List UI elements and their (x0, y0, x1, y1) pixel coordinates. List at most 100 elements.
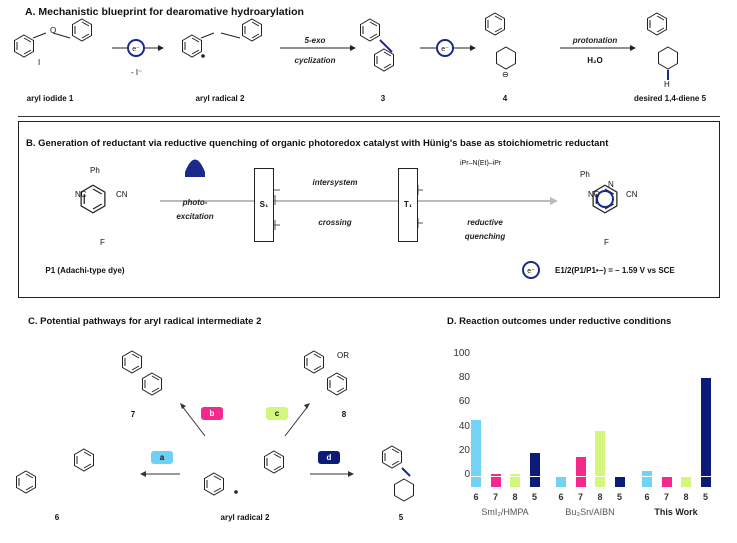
section-c-title: C. Potential pathways for aryl radical i… (28, 316, 262, 327)
path-c-badge[interactable]: c (266, 407, 288, 420)
path-label: a (159, 453, 165, 462)
hunigs-base: iPr–N(Et)–iPr (460, 160, 502, 167)
y-tick-label: 80 (458, 372, 470, 384)
path-label: d (326, 453, 332, 462)
catalyst-label: P1 (Adachi-type dye) (45, 266, 125, 275)
step-label: 5-exo (304, 36, 326, 45)
nc: NC (75, 190, 87, 199)
zero-line (575, 476, 586, 477)
atom-h: H (664, 80, 670, 89)
y-tick-label: 0 (464, 469, 470, 480)
zero-line (642, 476, 652, 477)
step-label: reductive (467, 218, 503, 227)
bar (556, 476, 566, 487)
atom-o: O (50, 26, 57, 35)
s1-label: S₁ (259, 200, 269, 209)
x-tick-label: 5 (616, 492, 622, 502)
section-b-box (18, 121, 720, 298)
step-label: protonation (572, 36, 618, 45)
bar (700, 377, 711, 487)
electron-icon: e⁻ (127, 39, 145, 57)
step-label: quenching (464, 232, 506, 241)
t1-box (398, 168, 418, 242)
product-label: 7 (130, 410, 136, 419)
path-d-badge[interactable]: d (318, 451, 340, 464)
bar (471, 420, 481, 487)
compound-label: aryl iodide 1 (26, 94, 74, 103)
x-tick-label: 6 (644, 492, 650, 502)
bar (529, 453, 540, 487)
zero-line (556, 476, 566, 477)
chart-title: D. Reaction outcomes under reductive con… (447, 316, 672, 327)
section-b-title: B. Generation of reductant via reductive… (26, 138, 609, 149)
x-tick-label: 6 (473, 492, 479, 502)
zero-line (471, 476, 481, 477)
zero-line (490, 476, 501, 477)
nc: NC (588, 190, 600, 199)
electron-icon: e⁻ (522, 261, 540, 279)
bar (681, 476, 691, 487)
bar (661, 476, 672, 487)
f: F (100, 238, 105, 247)
f: F (604, 238, 609, 247)
product-label: 6 (54, 513, 60, 522)
anion: ⊖ (502, 70, 509, 79)
s1-box (254, 168, 274, 242)
bar (575, 456, 586, 487)
ph: Ph (90, 166, 100, 175)
cn: CN (626, 190, 638, 199)
zero-line (529, 476, 540, 477)
zero-line (595, 476, 605, 477)
product-label: 8 (341, 410, 347, 419)
x-tick-label: 5 (702, 492, 708, 502)
x-tick-label: 7 (577, 492, 583, 502)
center-label: aryl radical 2 (220, 513, 270, 522)
atom-i: I (38, 58, 41, 67)
product-label: 5 (398, 513, 404, 522)
compound-label: desired 1,4-diene 5 (633, 94, 707, 103)
step-label: crossing (318, 218, 352, 227)
zero-line (661, 476, 672, 477)
group-label: Bu₃Sn/AIBN (565, 507, 615, 517)
ph: Ph (580, 170, 590, 179)
path-b-badge[interactable]: b (201, 407, 223, 420)
compound-label: aryl radical 2 (195, 94, 245, 103)
x-tick-label: 7 (663, 492, 669, 502)
n: N (608, 180, 614, 189)
zero-line (510, 476, 520, 477)
section-c-structures (16, 350, 414, 502)
electron-icon: e⁻ (436, 39, 454, 57)
x-tick-label: 8 (512, 492, 518, 502)
group-label: This Work (654, 507, 698, 517)
step-label: H₂O (587, 56, 603, 65)
x-tick-label: 6 (558, 492, 564, 502)
x-tick-label: 8 (683, 492, 689, 502)
path-a-badge[interactable]: a (151, 451, 173, 464)
bar (614, 476, 625, 487)
bar (595, 431, 605, 487)
x-tick-label: 5 (531, 492, 537, 502)
cn: CN (116, 190, 128, 199)
zero-line (681, 476, 691, 477)
t1-label: T₁ (403, 200, 413, 209)
path-label: c (274, 409, 280, 418)
iodide-loss: - I⁻ (131, 68, 143, 77)
step-label: photo- excitation (176, 198, 214, 221)
bar (642, 471, 652, 487)
x-tick-label: 7 (492, 492, 498, 502)
y-tick-label: 40 (458, 420, 470, 432)
step-label: intersystem (312, 178, 358, 187)
zero-line (614, 476, 625, 477)
zero-line (700, 476, 711, 477)
bar (510, 473, 520, 487)
x-tick-label: 8 (597, 492, 603, 502)
compound-label: 3 (380, 94, 386, 103)
section-a-title: A. Mechanistic blueprint for dearomative… (25, 6, 304, 18)
reduction-potential: E1/2(P1/P1•−) = – 1.59 V vs SCE (555, 266, 675, 275)
section-b-structures (80, 159, 618, 230)
y-tick-label: 60 (458, 396, 470, 408)
group-label: SmI₂/HMPA (481, 507, 529, 517)
y-tick-label: 20 (458, 444, 470, 456)
